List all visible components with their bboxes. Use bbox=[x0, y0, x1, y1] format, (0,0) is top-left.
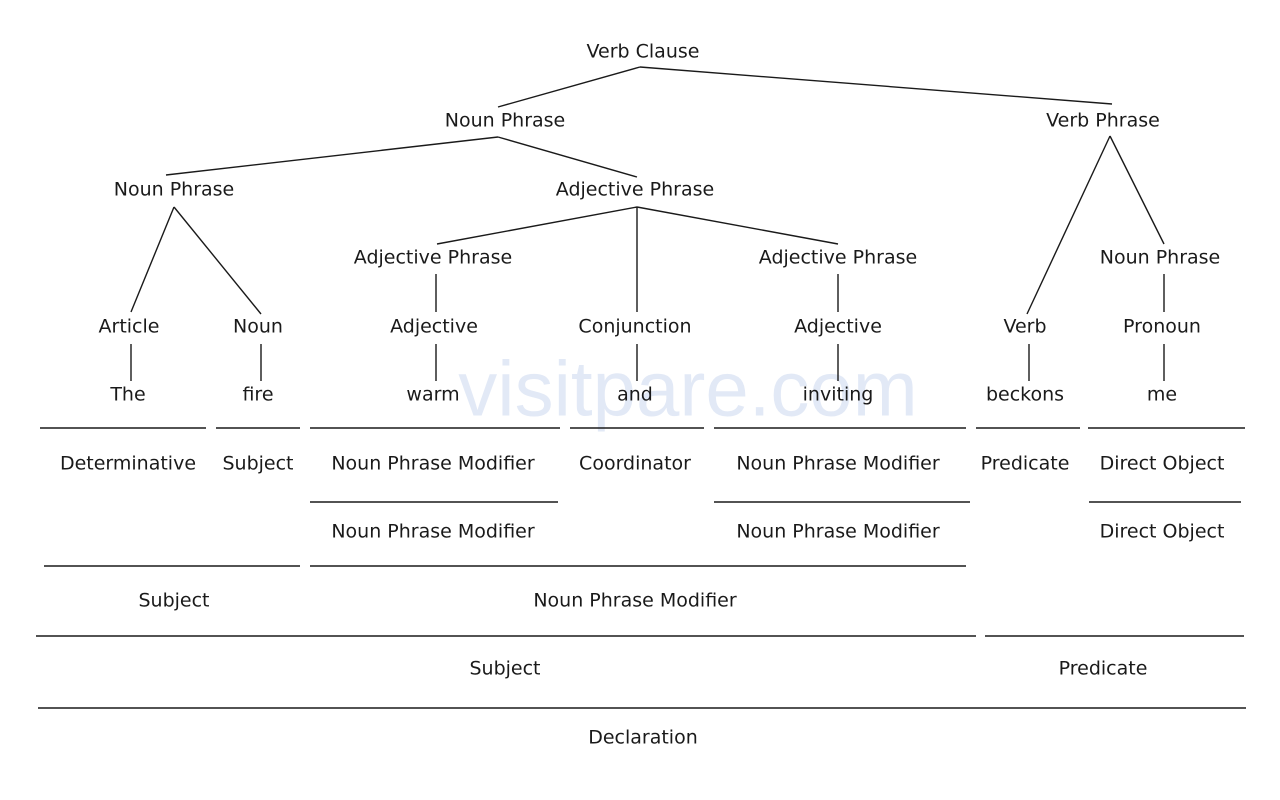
edge-np-to-article bbox=[130, 206, 175, 313]
word-beckons: beckons bbox=[986, 384, 1064, 406]
node-noun-phrase-subject: Noun Phrase bbox=[445, 110, 566, 132]
tree-edges bbox=[130, 66, 1165, 381]
node-conjunction: Conjunction bbox=[578, 316, 691, 338]
fn-np-modifier-warm: Noun Phrase Modifier bbox=[331, 453, 535, 475]
node-article: Article bbox=[99, 316, 160, 338]
node-adjective-phrase-main: Adjective Phrase bbox=[556, 179, 714, 201]
tree-nodes: Verb Clause Noun Phrase Verb Phrase Noun… bbox=[99, 41, 1221, 338]
fn-np-modifier-adj-phrase: Noun Phrase Modifier bbox=[533, 590, 737, 612]
edge-np-to-adj-phrase bbox=[497, 136, 638, 178]
fn-declaration: Declaration bbox=[588, 727, 698, 749]
node-adjective-left: Adjective bbox=[390, 316, 478, 338]
fn-predicate-clause: Predicate bbox=[1059, 658, 1148, 680]
fn-subject-clause: Subject bbox=[469, 658, 540, 680]
watermark: visitpare.com bbox=[458, 345, 917, 433]
fn-predicate-beckons: Predicate bbox=[981, 453, 1070, 475]
fn-subject-fire: Subject bbox=[222, 453, 293, 475]
function-dividers bbox=[36, 427, 1246, 709]
edge-vp-to-np-object bbox=[1109, 135, 1165, 245]
node-noun-phrase-article-noun: Noun Phrase bbox=[114, 179, 235, 201]
fn-direct-object-np: Direct Object bbox=[1100, 521, 1225, 543]
node-noun-phrase-object: Noun Phrase bbox=[1100, 247, 1221, 269]
word-me: me bbox=[1147, 384, 1177, 406]
function-labels: Determinative Subject Noun Phrase Modifi… bbox=[60, 453, 1224, 749]
edge-root-subject-np bbox=[497, 66, 641, 108]
edge-np-to-np bbox=[165, 136, 499, 176]
word-and: and bbox=[617, 384, 653, 406]
fn-direct-object-me: Direct Object bbox=[1100, 453, 1225, 475]
node-noun: Noun bbox=[233, 316, 283, 338]
fn-determinative: Determinative bbox=[60, 453, 196, 475]
fn-np-modifier-adjp-right: Noun Phrase Modifier bbox=[736, 521, 940, 543]
word-inviting: inviting bbox=[803, 384, 874, 406]
node-adjective-phrase-right: Adjective Phrase bbox=[759, 247, 917, 269]
fn-subject-np: Subject bbox=[138, 590, 209, 612]
fn-np-modifier-adjp-left: Noun Phrase Modifier bbox=[331, 521, 535, 543]
node-verb-clause: Verb Clause bbox=[587, 41, 700, 63]
word-fire: fire bbox=[242, 384, 273, 406]
node-verb: Verb bbox=[1003, 316, 1046, 338]
node-adjective-phrase-left: Adjective Phrase bbox=[354, 247, 512, 269]
edge-np-to-noun bbox=[173, 206, 262, 315]
edge-vp-to-verb bbox=[1026, 135, 1111, 315]
node-adjective-right: Adjective bbox=[794, 316, 882, 338]
word-the: The bbox=[109, 384, 145, 406]
fn-coordinator: Coordinator bbox=[579, 453, 691, 475]
node-pronoun: Pronoun bbox=[1123, 316, 1201, 338]
edge-root-verb-phrase bbox=[639, 66, 1113, 105]
node-verb-phrase: Verb Phrase bbox=[1046, 110, 1160, 132]
edge-adj-to-adj-right bbox=[636, 206, 839, 245]
fn-np-modifier-inviting: Noun Phrase Modifier bbox=[736, 453, 940, 475]
sentence-words: The fire warm and inviting beckons me bbox=[109, 384, 1177, 406]
word-warm: warm bbox=[406, 384, 459, 406]
edge-adj-to-adj-left bbox=[436, 206, 638, 245]
